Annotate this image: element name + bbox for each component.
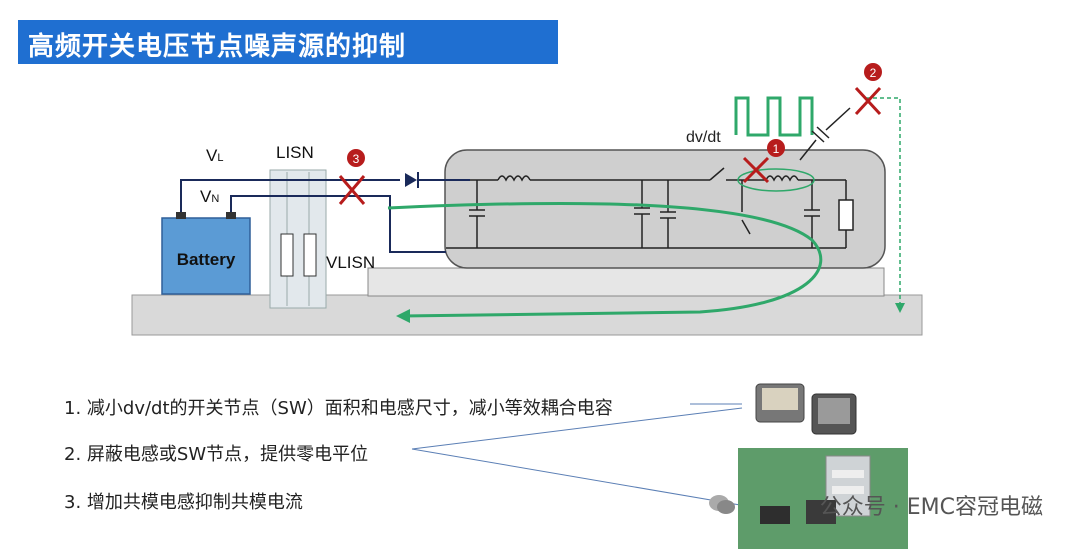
battery-label: Battery [177, 250, 236, 269]
list-item-2: 2. 屏蔽电感或SW节点，提供零电平位 [64, 444, 369, 465]
footer-watermark: 公众号 · EMC容冠电磁 [819, 495, 1043, 520]
inductor-image [755, 383, 857, 435]
arrow-2b [411, 448, 747, 507]
svg-text:3: 3 [353, 152, 360, 166]
diode [405, 173, 417, 187]
svg-text:2: 2 [870, 66, 877, 80]
ground-plane [131, 294, 923, 336]
wechat-icon [709, 495, 735, 514]
list-item-3: 3. 增加共模电感抑制共模电流 [64, 492, 303, 513]
coupling-cap [799, 139, 817, 161]
list-item-1: 1. 减小dv/dt的开关节点（SW）面积和电感尺寸，减小等效耦合电容 [64, 398, 613, 419]
vlisn-label: VLISN [326, 253, 375, 272]
marker-2: 2 [854, 63, 882, 116]
lisn-resistor-1 [280, 233, 294, 277]
device-base [367, 267, 885, 297]
battery-body [161, 217, 251, 295]
title-bar [18, 20, 558, 64]
page-title: 高频开关电压节点噪声源的抑制 [28, 32, 407, 62]
sw-node-ellipse [737, 168, 815, 192]
dashed-return [866, 97, 901, 305]
lisn-box [269, 169, 327, 309]
vl-label: VL [206, 146, 223, 165]
pcb-image [738, 448, 908, 549]
dvdt-waveform [734, 96, 814, 137]
lisn-label: LISN [276, 143, 314, 162]
marker-1: 1 [742, 139, 785, 184]
battery-terminal-neg [226, 212, 236, 219]
dvdt-label: dv/dt [686, 129, 721, 146]
common-mode-loop [387, 201, 823, 318]
battery-terminal-pos [176, 212, 186, 219]
svg-text:1: 1 [773, 142, 780, 156]
wire-vn [230, 195, 446, 253]
marker-3: 3 [338, 149, 366, 205]
vn-label: VN [200, 187, 219, 206]
lisn-resistor-2 [303, 233, 317, 277]
wire-vl [180, 179, 400, 212]
arrow-2a [411, 407, 743, 450]
